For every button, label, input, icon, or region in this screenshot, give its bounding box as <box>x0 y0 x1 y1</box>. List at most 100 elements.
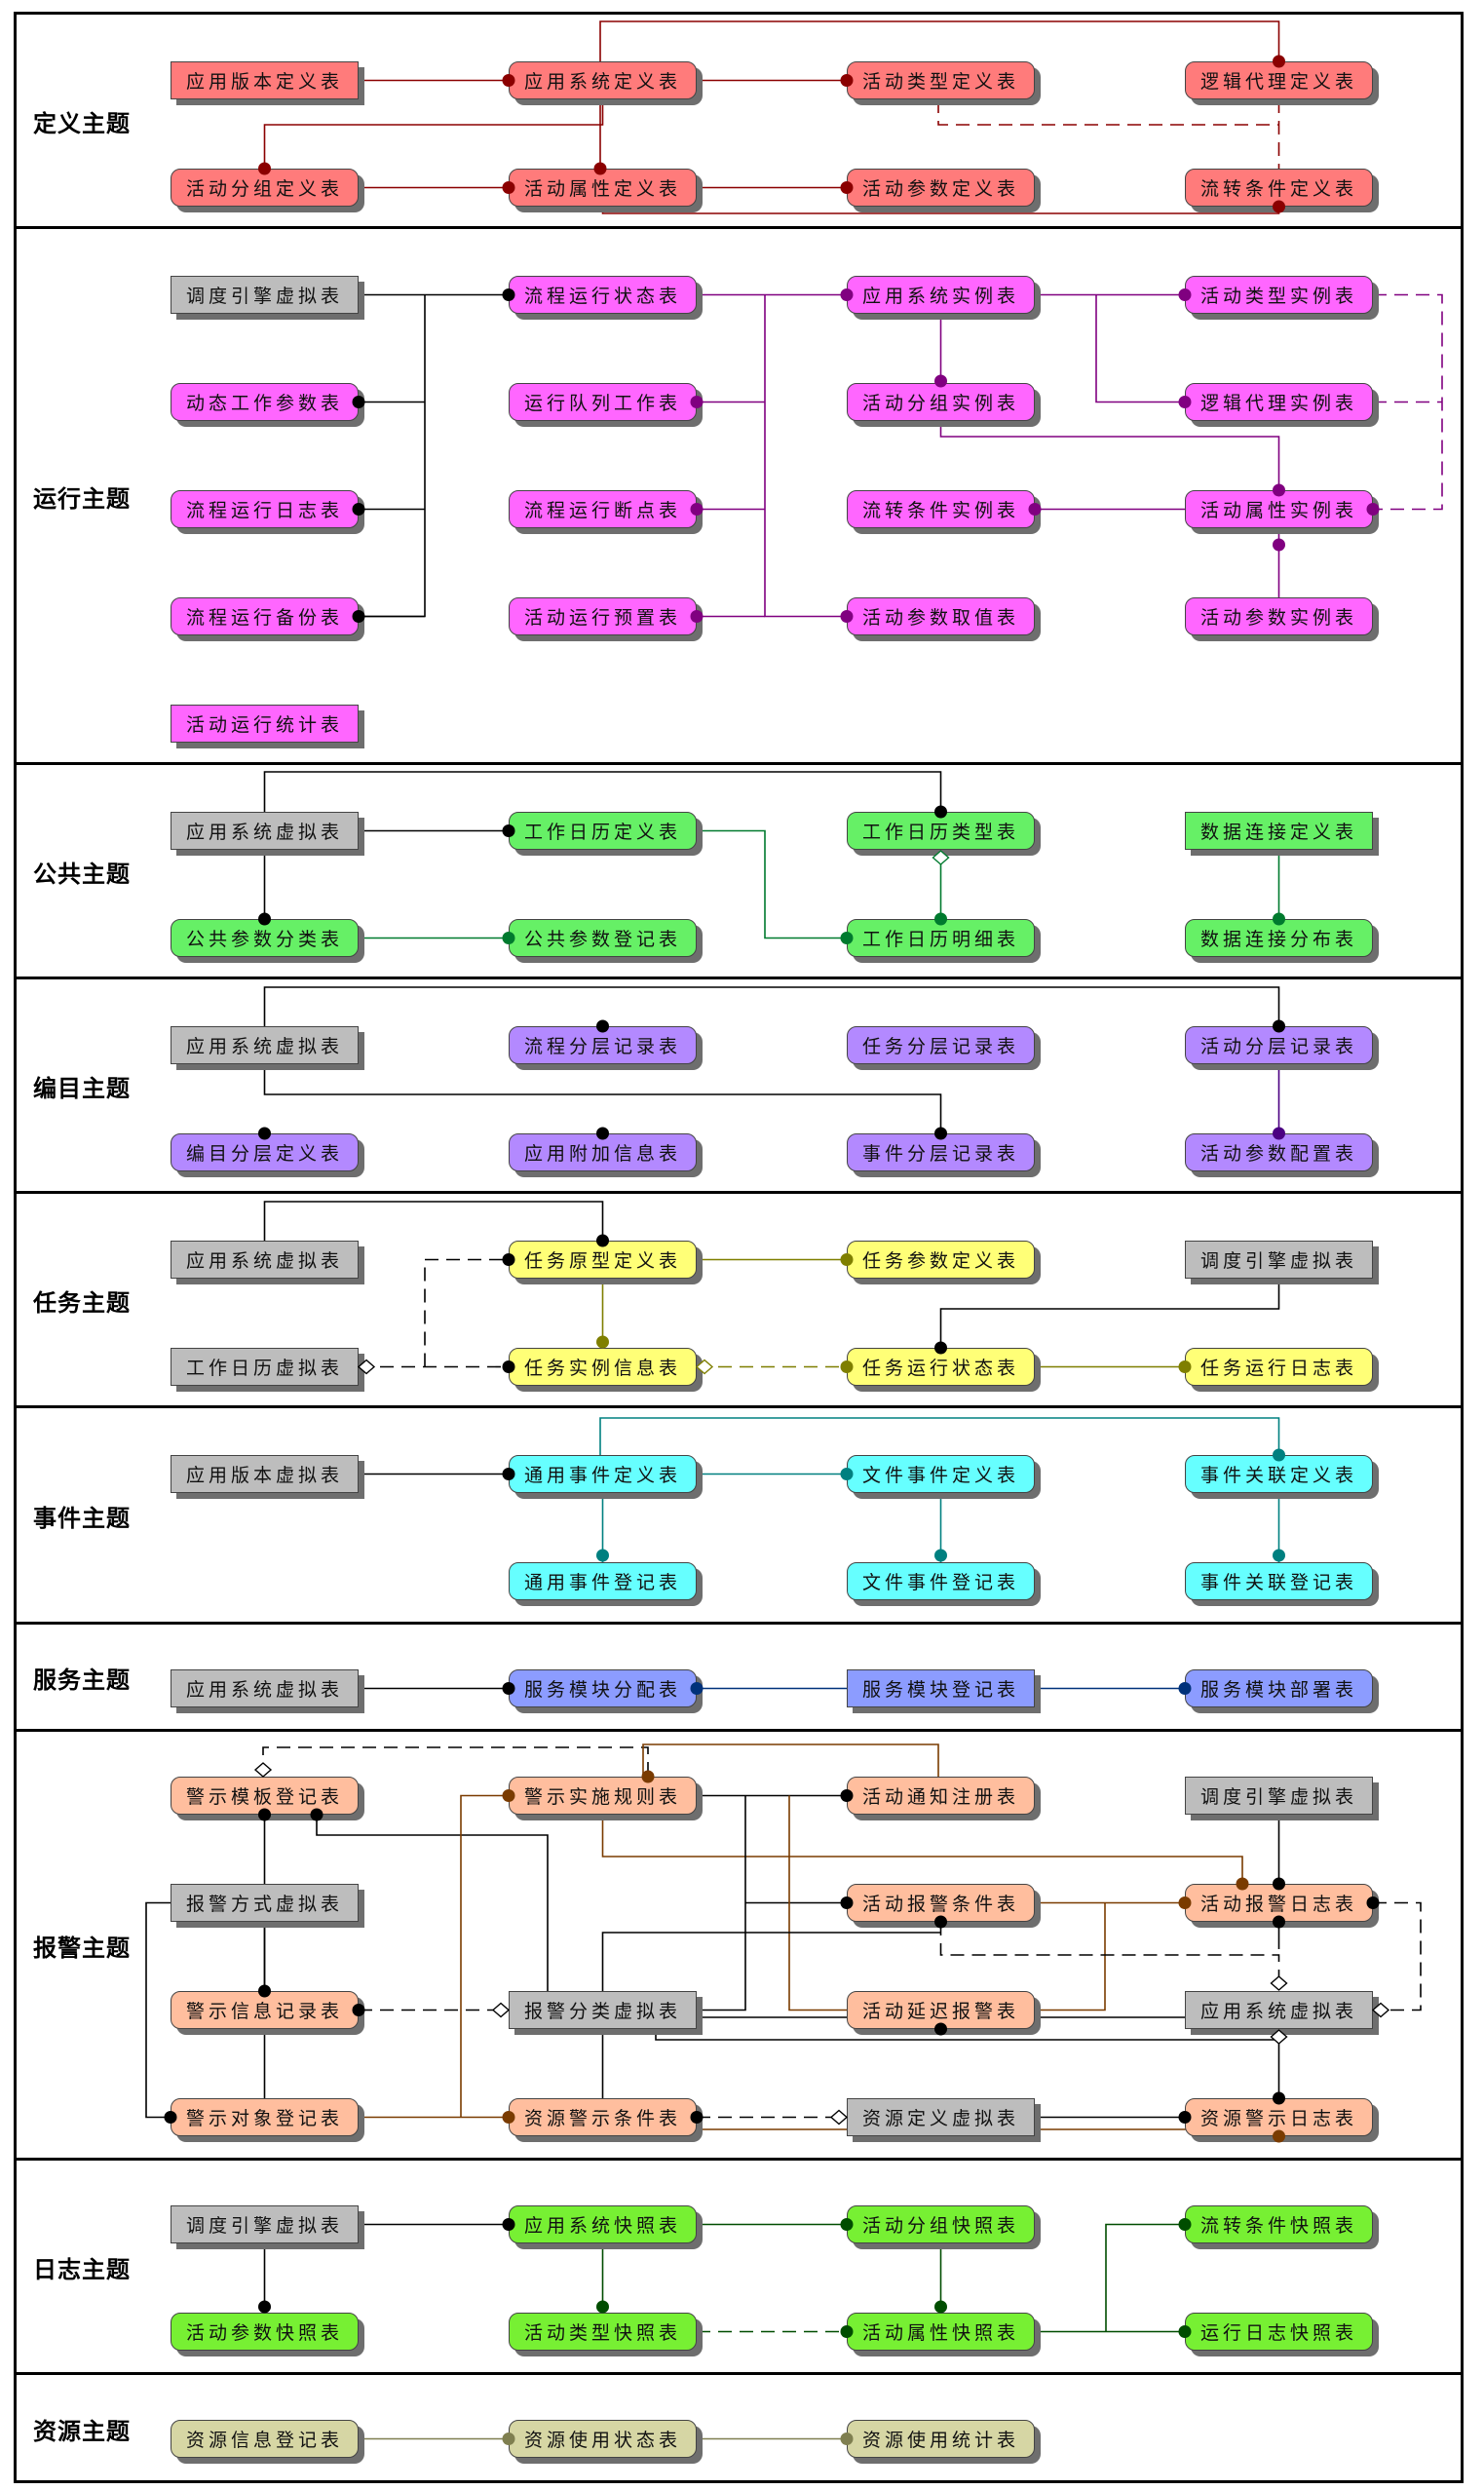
table-r12[interactable]: 活动属性实例表 <box>1185 490 1373 528</box>
table-e2[interactable]: 通用事件定义表 <box>509 1455 697 1493</box>
relation-line <box>601 1932 941 1991</box>
section-label-task: 任务主题 <box>33 1289 131 1317</box>
table-l7[interactable]: 活动属性快照表 <box>847 2313 1035 2351</box>
table-a3[interactable]: 活动通知注册表 <box>847 1777 1035 1815</box>
many-end-dot <box>690 610 704 623</box>
many-end-dot <box>502 1253 515 1266</box>
many-end-dot <box>502 2111 515 2124</box>
table-r9[interactable]: 流程运行日志表 <box>171 490 359 528</box>
many-end-dot <box>1178 2218 1192 2231</box>
table-c1[interactable]: 应用系统虚拟表 <box>171 1026 359 1064</box>
table-a6[interactable]: 活动报警条件表 <box>847 1884 1035 1922</box>
many-end-dot <box>596 1549 609 1562</box>
table-r15[interactable]: 活动参数取值表 <box>847 597 1035 635</box>
table-r10[interactable]: 流程运行断点表 <box>509 490 697 528</box>
table-x1[interactable]: 资源信息登记表 <box>171 2420 359 2458</box>
relation-line <box>599 1417 1280 1455</box>
table-a4[interactable]: 调度引擎虚拟表 <box>1185 1777 1373 1815</box>
table-e6[interactable]: 文件事件登记表 <box>847 1562 1035 1600</box>
many-end-dot <box>690 396 704 408</box>
many-end-dot <box>1178 1360 1192 1373</box>
table-r11[interactable]: 流转条件实例表 <box>847 490 1035 528</box>
many-end-dot <box>1273 1448 1285 1462</box>
section-label-alert: 报警主题 <box>33 1935 131 1962</box>
table-r16[interactable]: 活动参数实例表 <box>1185 597 1373 635</box>
table-t5[interactable]: 工作日历虚拟表 <box>171 1348 359 1386</box>
table-p4[interactable]: 数据连接定义表 <box>1185 812 1373 850</box>
optional-end-diamond <box>491 2002 511 2018</box>
optional-end-diamond <box>1270 1975 1288 1991</box>
table-r14[interactable]: 活动运行预置表 <box>509 597 697 635</box>
table-a2[interactable]: 警示实施规则表 <box>509 1777 697 1815</box>
table-a11[interactable]: 应用系统虚拟表 <box>1185 1991 1373 2029</box>
table-r17[interactable]: 活动运行统计表 <box>171 705 359 743</box>
table-c4[interactable]: 活动分层记录表 <box>1185 1026 1373 1064</box>
many-end-dot <box>1028 503 1042 516</box>
table-s3[interactable]: 服务模块登记表 <box>847 1669 1035 1707</box>
table-c6[interactable]: 应用附加信息表 <box>509 1133 697 1171</box>
table-r13[interactable]: 流程运行备份表 <box>171 597 359 635</box>
table-x2[interactable]: 资源使用状态表 <box>509 2420 697 2458</box>
table-a13[interactable]: 资源警示条件表 <box>509 2098 697 2136</box>
table-l1[interactable]: 调度引擎虚拟表 <box>171 2205 359 2243</box>
table-d3[interactable]: 活动类型定义表 <box>847 61 1035 99</box>
table-e5[interactable]: 通用事件登记表 <box>509 1562 697 1600</box>
table-l3[interactable]: 活动分组快照表 <box>847 2205 1035 2243</box>
many-end-dot <box>1273 538 1285 552</box>
table-a14[interactable]: 资源定义虚拟表 <box>847 2098 1035 2136</box>
table-t3[interactable]: 任务参数定义表 <box>847 1241 1035 1279</box>
relation-line <box>697 1795 746 2011</box>
table-s1[interactable]: 应用系统虚拟表 <box>171 1669 359 1707</box>
many-end-dot <box>1178 1682 1192 1695</box>
table-d6[interactable]: 活动属性定义表 <box>509 169 697 207</box>
table-d7[interactable]: 活动参数定义表 <box>847 169 1035 207</box>
table-l8[interactable]: 运行日志快照表 <box>1185 2313 1373 2351</box>
relation-line <box>263 1064 942 1133</box>
many-end-dot <box>164 2111 177 2124</box>
table-s2[interactable]: 服务模块分配表 <box>509 1669 697 1707</box>
table-a9[interactable]: 报警分类虚拟表 <box>509 1991 697 2029</box>
many-end-dot <box>352 396 365 408</box>
table-l4[interactable]: 流转条件快照表 <box>1185 2205 1373 2243</box>
relation-line <box>939 1922 1280 1991</box>
table-e7[interactable]: 事件关联登记表 <box>1185 1562 1373 1600</box>
optional-end-diamond <box>253 1762 273 1778</box>
many-end-dot <box>934 912 947 926</box>
table-r8[interactable]: 逻辑代理实例表 <box>1185 383 1373 421</box>
table-r5[interactable]: 动态工作参数表 <box>171 383 359 421</box>
many-end-dot <box>690 1682 704 1695</box>
table-l2[interactable]: 应用系统快照表 <box>509 2205 697 2243</box>
many-end-dot <box>596 2300 609 2314</box>
table-c3[interactable]: 任务分层记录表 <box>847 1026 1035 1064</box>
table-r1[interactable]: 调度引擎虚拟表 <box>171 276 359 314</box>
many-end-dot <box>596 1234 609 1247</box>
table-p6[interactable]: 公共参数登记表 <box>509 919 697 957</box>
table-l6[interactable]: 活动类型快照表 <box>509 2313 697 2351</box>
table-t1[interactable]: 应用系统虚拟表 <box>171 1241 359 1279</box>
optional-end-diamond <box>1371 2002 1390 2018</box>
table-t6[interactable]: 任务实例信息表 <box>509 1348 697 1386</box>
relation-line <box>1095 294 1185 403</box>
table-r2[interactable]: 流程运行状态表 <box>509 276 697 314</box>
table-r6[interactable]: 运行队列工作表 <box>509 383 697 421</box>
table-e3[interactable]: 文件事件定义表 <box>847 1455 1035 1493</box>
section-label-def: 定义主题 <box>33 110 131 137</box>
many-end-dot <box>1273 1019 1285 1033</box>
table-r3[interactable]: 应用系统实例表 <box>847 276 1035 314</box>
table-a12[interactable]: 警示对象登记表 <box>171 2098 359 2136</box>
many-end-dot <box>502 2433 515 2445</box>
table-p1[interactable]: 应用系统虚拟表 <box>171 812 359 850</box>
table-r4[interactable]: 活动类型实例表 <box>1185 276 1373 314</box>
table-t4[interactable]: 调度引擎虚拟表 <box>1185 1241 1373 1279</box>
table-a5[interactable]: 报警方式虚拟表 <box>171 1884 359 1922</box>
table-x3[interactable]: 资源使用统计表 <box>847 2420 1035 2458</box>
table-e1[interactable]: 应用版本虚拟表 <box>171 1455 359 1493</box>
table-r7[interactable]: 活动分组实例表 <box>847 383 1035 421</box>
table-d1[interactable]: 应用版本定义表 <box>171 61 359 99</box>
many-end-dot <box>258 1984 271 1998</box>
table-p2[interactable]: 工作日历定义表 <box>509 812 697 850</box>
table-d2[interactable]: 应用系统定义表 <box>509 61 697 99</box>
table-s4[interactable]: 服务模块部署表 <box>1185 1669 1373 1707</box>
many-end-dot <box>258 912 271 926</box>
